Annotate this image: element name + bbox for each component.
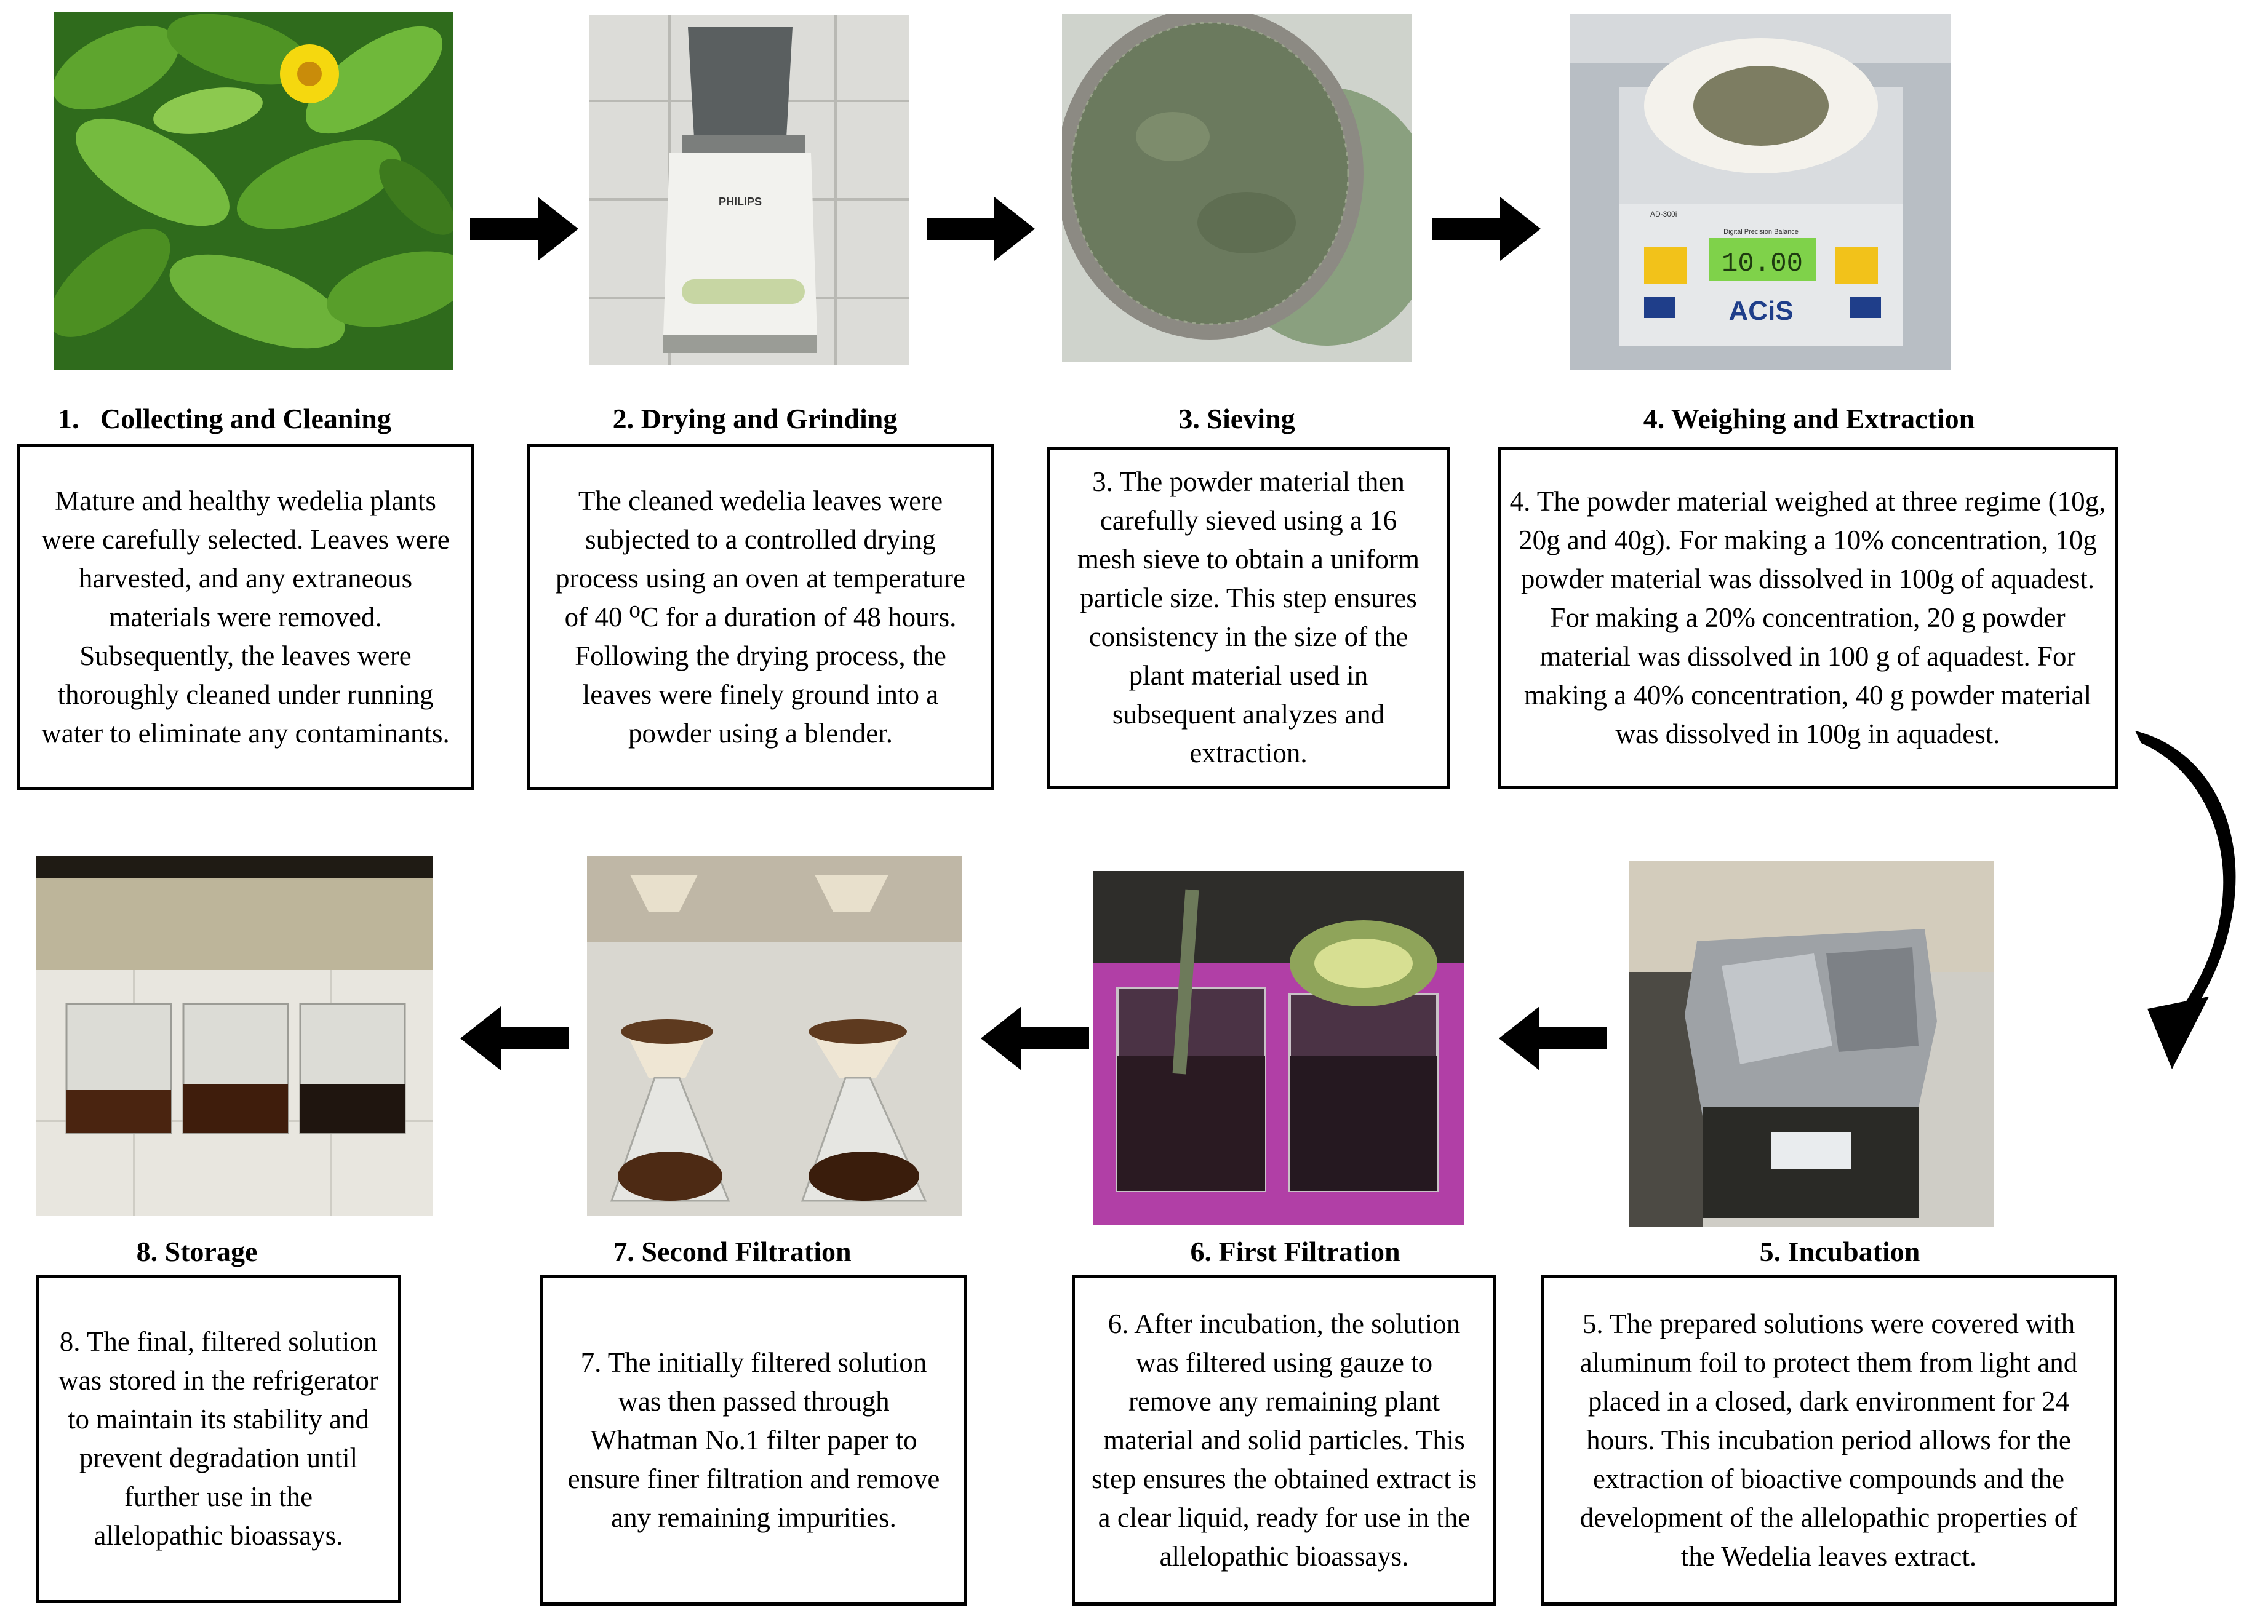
step-6-title: 6. First Filtration xyxy=(1190,1236,1400,1267)
step-5-description: 5. The prepared solutions were covered w… xyxy=(1579,1308,2078,1572)
step-8-box: 8. The final, filtered solution was stor… xyxy=(36,1275,401,1603)
step-6-box: 6. After incubation, the solution was fi… xyxy=(1072,1275,1496,1606)
step-4-box: 4. The powder material weighed at three … xyxy=(1498,447,2118,789)
step-1-title-text: Collecting and Cleaning xyxy=(100,403,391,434)
step-5-box: 5. The prepared solutions were covered w… xyxy=(1541,1275,2117,1606)
arrow-right-2 xyxy=(927,197,1035,261)
step-1-description: Mature and healthy wedelia plants were c… xyxy=(41,485,450,749)
step-4-title: 4. Weighing and Extraction xyxy=(1643,403,1975,434)
step-1-box: Mature and healthy wedelia plants were c… xyxy=(17,444,474,790)
arrow-left-1 xyxy=(460,1006,569,1070)
arrow-right-1 xyxy=(470,197,578,261)
step-3-title: 3. Sieving xyxy=(1178,403,1295,434)
scale-brand-text: ACiS xyxy=(1728,296,1793,326)
photo-second-filtration xyxy=(587,856,962,1216)
arrow-left-2 xyxy=(981,1006,1089,1070)
step-2-title: 2. Drying and Grinding xyxy=(612,403,898,434)
step-5-title: 5. Incubation xyxy=(1759,1236,1920,1267)
step-1-title: 1. Collecting and Cleaning xyxy=(58,405,391,433)
step-3-box: 3. The powder material then carefully si… xyxy=(1047,447,1450,789)
arrow-left-3 xyxy=(1499,1006,1607,1070)
photo-wedelia-plants xyxy=(54,12,453,370)
photo-first-filtration xyxy=(1093,871,1464,1225)
arrow-right-3 xyxy=(1432,197,1541,261)
arrow-curved-down xyxy=(2135,714,2268,1077)
photo-storage-beakers xyxy=(36,856,433,1216)
step-1-number: 1. xyxy=(58,403,79,434)
photo-scale: AD-300i Digital Precision Balance 10.00 … xyxy=(1570,14,1951,370)
step-2-box: The cleaned wedelia leaves were subjecte… xyxy=(527,444,994,790)
step-4-description: 4. The powder material weighed at three … xyxy=(1509,485,2106,749)
scale-model-text: AD-300i xyxy=(1650,210,1677,218)
step-7-box: 7. The initially filtered solution was t… xyxy=(540,1275,967,1606)
step-3-description: 3. The powder material then carefully si… xyxy=(1077,466,1420,768)
step-7-title: 7. Second Filtration xyxy=(613,1236,852,1267)
scale-label-text: Digital Precision Balance xyxy=(1723,228,1799,236)
step-2-description: The cleaned wedelia leaves were subjecte… xyxy=(555,485,965,749)
scale-display-text: 10.00 xyxy=(1722,249,1803,279)
photo-sieve-powder xyxy=(1062,14,1412,362)
step-7-description: 7. The initially filtered solution was t… xyxy=(567,1347,940,1533)
photo-incubation xyxy=(1629,861,1994,1227)
photo-blender: PHILIPS xyxy=(589,15,909,365)
step-6-description: 6. After incubation, the solution was fi… xyxy=(1091,1308,1477,1572)
blender-brand-text: PHILIPS xyxy=(719,196,762,208)
step-8-title: 8. Storage xyxy=(136,1236,258,1267)
step-8-description: 8. The final, filtered solution was stor… xyxy=(58,1326,378,1551)
